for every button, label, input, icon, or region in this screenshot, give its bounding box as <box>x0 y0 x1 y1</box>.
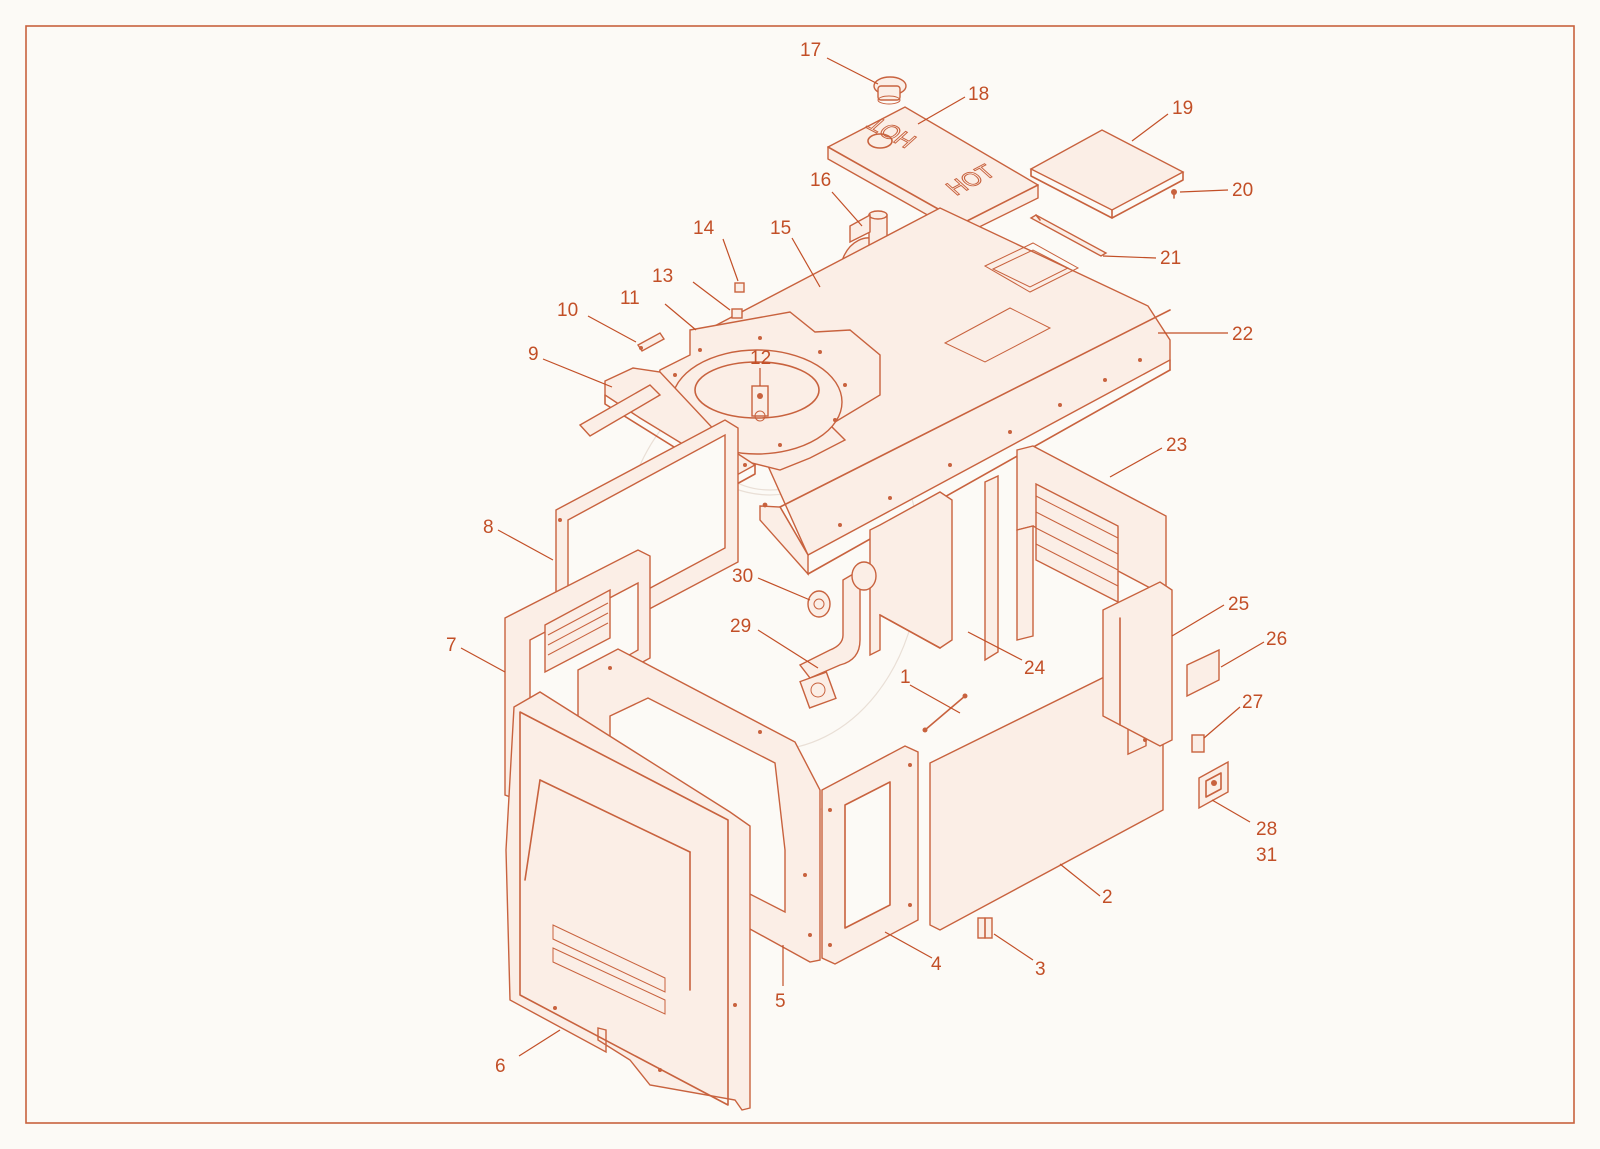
callout-1: 1 <box>900 667 961 714</box>
callout-21: 21 <box>1102 248 1181 269</box>
callout-17: 17 <box>800 40 879 85</box>
callout-6: 6 <box>495 1029 561 1077</box>
part-18-heat-guard[interactable]: HOT HOT <box>827 106 1039 236</box>
callout-label-14: 14 <box>693 218 715 239</box>
callout-29: 29 <box>730 616 819 669</box>
callout-4: 4 <box>884 931 942 975</box>
part-30-gasket[interactable] <box>807 590 831 618</box>
part-25-side-member[interactable] <box>1102 581 1173 747</box>
part-14-clip[interactable] <box>734 282 745 293</box>
part-6-front-panel[interactable] <box>505 691 751 1111</box>
callout-28: 28 <box>1211 799 1277 840</box>
callout-label-4: 4 <box>931 954 942 975</box>
callout-label-30: 30 <box>732 566 753 587</box>
callout-5: 5 <box>775 945 786 1012</box>
callout-label-18: 18 <box>968 84 989 105</box>
callout-9: 9 <box>528 344 613 388</box>
part-10-pin[interactable] <box>636 332 666 352</box>
callout-18: 18 <box>917 84 989 125</box>
part-22-top-hood[interactable] <box>706 207 1171 576</box>
part-23-side-frame[interactable] <box>869 445 1167 662</box>
part-12-latch[interactable] <box>751 385 769 422</box>
callout-label-23: 23 <box>1166 435 1187 456</box>
callout-8: 8 <box>483 517 554 561</box>
callout-label-5: 5 <box>775 991 786 1012</box>
callout-label-11: 11 <box>620 288 640 309</box>
callout-27: 27 <box>1203 692 1263 739</box>
callout-label-25: 25 <box>1228 594 1249 615</box>
callout-22: 22 <box>1158 324 1253 345</box>
callout-7: 7 <box>446 635 506 673</box>
diagram-border <box>25 25 1575 1124</box>
callout-label-16: 16 <box>810 170 831 191</box>
callout-label-12: 12 <box>750 348 771 369</box>
callout-label-6: 6 <box>495 1056 506 1077</box>
callout-label-31: 31 <box>1256 845 1277 866</box>
callout-23: 23 <box>1109 435 1187 478</box>
callout-16: 16 <box>810 170 863 227</box>
callout-label-22: 22 <box>1232 324 1253 345</box>
part-20-screw[interactable] <box>1171 189 1177 199</box>
callout-13: 13 <box>652 266 731 311</box>
callout-label-15: 15 <box>770 218 791 239</box>
part-21-bracket[interactable] <box>1029 214 1108 257</box>
callout-label-1: 1 <box>900 667 911 688</box>
callout-label-20: 20 <box>1232 180 1253 201</box>
callout-26: 26 <box>1220 629 1287 668</box>
callout-2: 2 <box>1059 863 1113 908</box>
part-26-plate[interactable] <box>1186 648 1220 698</box>
callout-10: 10 <box>557 300 637 343</box>
callout-label-10: 10 <box>557 300 578 321</box>
callout-label-21: 21 <box>1160 248 1181 269</box>
callout-14: 14 <box>693 218 739 282</box>
part-28-handle[interactable] <box>1198 760 1229 810</box>
callout-3: 3 <box>993 933 1046 980</box>
callout-11: 11 <box>620 288 697 331</box>
callout-25: 25 <box>1171 594 1249 637</box>
callout-24: 24 <box>967 631 1046 679</box>
callout-label-13: 13 <box>652 266 673 287</box>
part-4-access-panel[interactable] <box>821 745 919 965</box>
part-17-rain-cap[interactable] <box>873 76 907 105</box>
callout-label-2: 2 <box>1102 887 1113 908</box>
part-1-rod[interactable] <box>922 693 968 733</box>
callout-label-24: 24 <box>1024 658 1046 679</box>
callout-31: 31 <box>1256 845 1277 866</box>
callout-label-8: 8 <box>483 517 494 538</box>
callout-label-17: 17 <box>800 40 821 61</box>
callout-label-26: 26 <box>1266 629 1287 650</box>
part-3-hinge[interactable] <box>977 917 993 939</box>
callout-30: 30 <box>732 566 811 601</box>
callout-label-19: 19 <box>1172 98 1193 119</box>
part-29-exhaust-pipe[interactable] <box>798 561 877 709</box>
part-13-clip[interactable] <box>731 308 743 319</box>
callout-label-28: 28 <box>1256 819 1277 840</box>
callout-label-3: 3 <box>1035 959 1046 980</box>
callouts: 17 18 19 20 16 21 14 15 13 22 10 11 12 9… <box>446 40 1287 1077</box>
callout-20: 20 <box>1179 180 1253 201</box>
callout-19: 19 <box>1131 98 1193 142</box>
callout-label-27: 27 <box>1242 692 1263 713</box>
callout-label-29: 29 <box>730 616 751 637</box>
callout-label-9: 9 <box>528 344 539 365</box>
callout-15: 15 <box>770 218 821 288</box>
part-27-latch[interactable] <box>1191 734 1205 753</box>
callout-12: 12 <box>750 348 771 386</box>
callout-label-7: 7 <box>446 635 457 656</box>
part-19-cover-plate[interactable] <box>1029 129 1185 219</box>
